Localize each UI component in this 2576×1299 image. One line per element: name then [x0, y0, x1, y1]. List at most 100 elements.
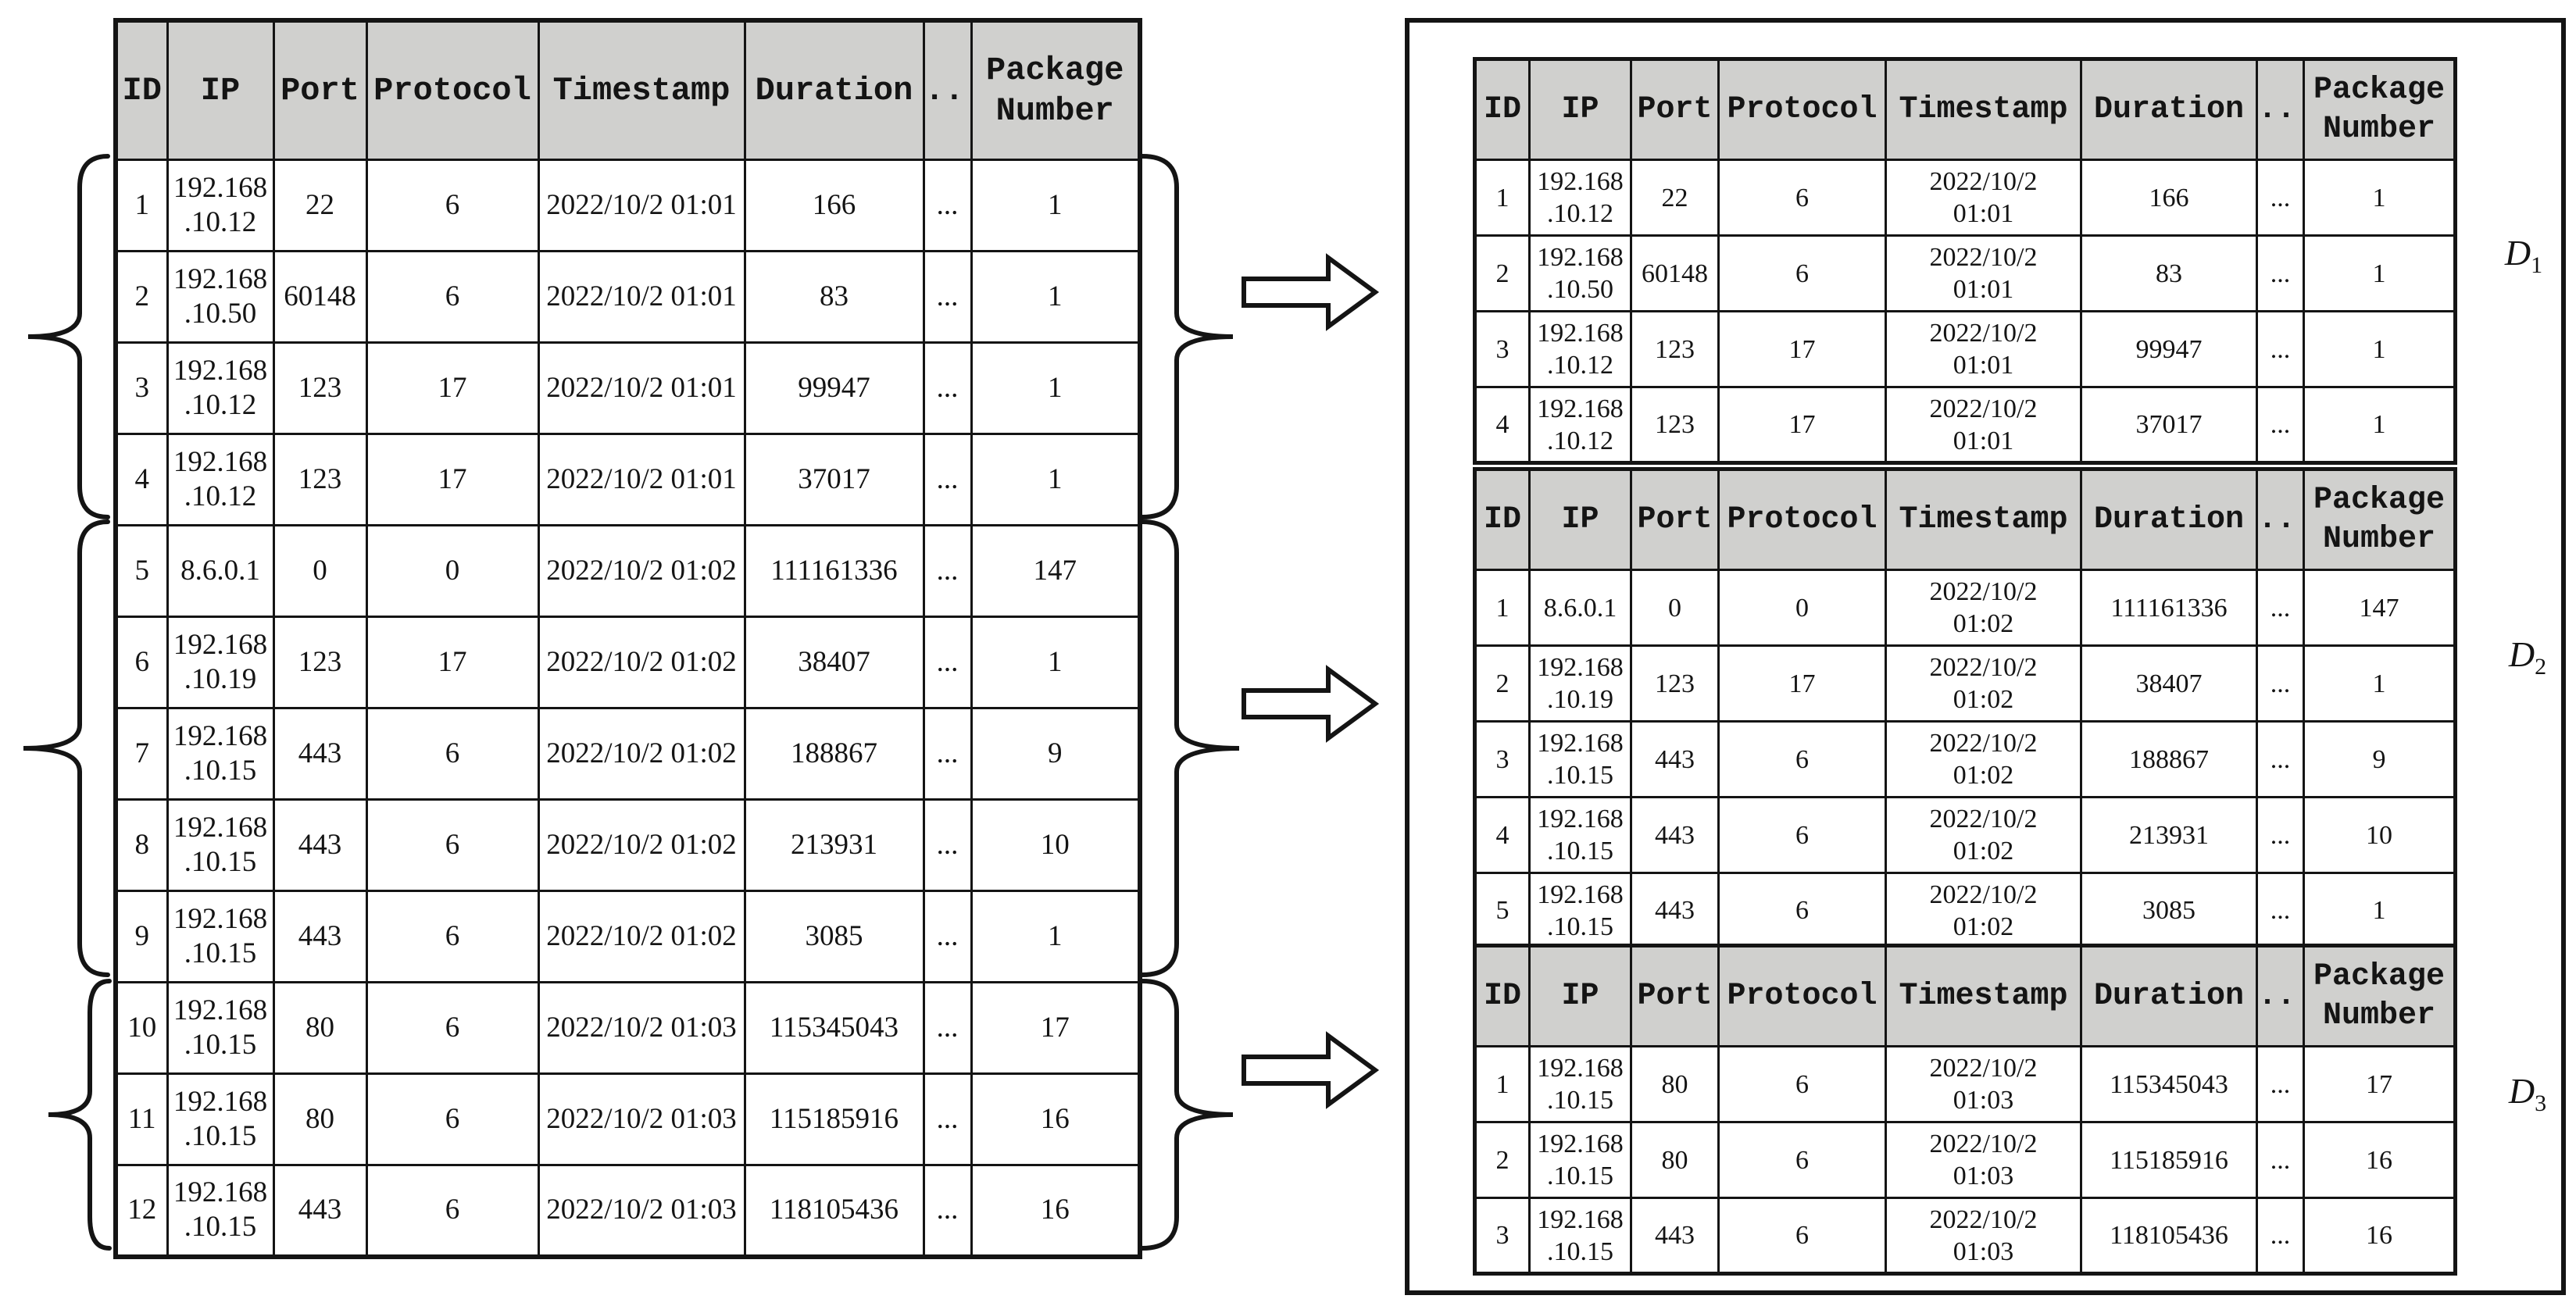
table-cell: 16: [2303, 1197, 2456, 1275]
table-cell: 2022/10/2 01:02: [537, 707, 746, 801]
table-cell: 2022/10/2 01:01: [1885, 159, 2082, 237]
table-cell: 1: [970, 890, 1142, 983]
table-cell: ...: [2256, 159, 2305, 237]
table-cell: 123: [1630, 386, 1720, 464]
table-cell: 443: [1630, 796, 1720, 874]
dataset-label-d3: D3: [2477, 1070, 2576, 1117]
header-cell: Port: [1630, 58, 1720, 161]
table-cell: 17: [1717, 386, 1887, 464]
header-cell: Port: [1630, 944, 1720, 1047]
table-cell: 2: [1474, 1121, 1531, 1199]
table-cell: 0: [1717, 569, 1887, 647]
table-cell: 2022/10/2 01:03: [1885, 1121, 2082, 1199]
table-cell: 9: [970, 707, 1142, 801]
table-cell: 1: [970, 433, 1142, 526]
table-cell: 118105436: [2080, 1197, 2258, 1275]
table-cell: 192.168 .10.15: [1528, 720, 1632, 798]
header-cell: ID: [1474, 58, 1531, 161]
curly-brace-left-group1: [27, 154, 110, 519]
table-cell: 1: [2303, 159, 2456, 237]
dataset-label-d2: D2: [2477, 633, 2576, 680]
table-cell: 213931: [743, 798, 925, 892]
table-cell: 10: [114, 981, 169, 1075]
table-cell: 17: [365, 616, 540, 709]
table-cell: 83: [743, 250, 925, 344]
table-cell: 115345043: [2080, 1045, 2258, 1123]
table-cell: 6: [1717, 1045, 1887, 1123]
table-cell: 1: [970, 159, 1142, 252]
table-cell: 60148: [272, 250, 368, 344]
header-cell: Protocol: [1717, 944, 1887, 1047]
table-cell: 192.168 .10.50: [1528, 234, 1632, 312]
table-cell: 2022/10/2 01:02: [537, 890, 746, 983]
table-cell: 3085: [743, 890, 925, 983]
table-cell: 1: [2303, 644, 2456, 723]
table-cell: 22: [272, 159, 368, 252]
table-cell: 192.168 .10.12: [1528, 159, 1632, 237]
table-cell: ...: [2256, 310, 2305, 388]
table-cell: 6: [114, 616, 169, 709]
result-table-d3-header: IDIPPortProtocolTimestampDuration...Pack…: [1474, 944, 2456, 1047]
table-cell: ...: [2256, 644, 2305, 723]
header-cell: ...: [2256, 468, 2305, 571]
table-cell: 37017: [2080, 386, 2258, 464]
header-cell: IP: [166, 19, 275, 161]
table-cell: ...: [922, 433, 973, 526]
table-cell: 192.168 .10.15: [166, 1072, 275, 1166]
table-cell: 443: [272, 1164, 368, 1258]
table-cell: 2: [1474, 234, 1531, 312]
dataset-label-letter: D: [2508, 634, 2535, 674]
table-cell: 5: [1474, 872, 1531, 950]
table-cell: 2022/10/2 01:01: [1885, 310, 2082, 388]
table-cell: 213931: [2080, 796, 2258, 874]
table-cell: 6: [1717, 1197, 1887, 1275]
table-cell: 188867: [743, 707, 925, 801]
table-cell: 2022/10/2 01:02: [537, 798, 746, 892]
header-cell: ...: [2256, 944, 2305, 1047]
table-cell: 3085: [2080, 872, 2258, 950]
table-cell: 6: [1717, 234, 1887, 312]
table-cell: 123: [1630, 644, 1720, 723]
table-cell: 192.168 .10.50: [166, 250, 275, 344]
header-cell: Duration: [2080, 468, 2258, 571]
header-cell: Package Number: [2303, 944, 2456, 1047]
table-cell: ...: [922, 798, 973, 892]
header-cell: Package Number: [2303, 468, 2456, 571]
table-cell: ...: [2256, 1197, 2305, 1275]
table-cell: 192.168 .10.15: [1528, 1197, 1632, 1275]
table-cell: 17: [365, 433, 540, 526]
table-cell: ...: [922, 890, 973, 983]
dataset-label-d1: D1: [2473, 232, 2574, 279]
table-cell: ...: [922, 1072, 973, 1166]
table-cell: 2022/10/2 01:03: [1885, 1197, 2082, 1275]
table-cell: 123: [272, 341, 368, 435]
table-cell: 123: [272, 616, 368, 709]
header-cell: Duration: [2080, 58, 2258, 161]
header-cell: Timestamp: [1885, 58, 2082, 161]
dataset-label-subscript: 3: [2535, 1090, 2547, 1117]
table-cell: 443: [272, 890, 368, 983]
table-cell: ...: [922, 616, 973, 709]
table-cell: 2022/10/2 01:01: [537, 341, 746, 435]
table-cell: 3: [114, 341, 169, 435]
table-cell: 123: [272, 433, 368, 526]
table-cell: 99947: [743, 341, 925, 435]
table-cell: 3: [1474, 310, 1531, 388]
table-cell: 2022/10/2 01:02: [1885, 796, 2082, 874]
table-cell: 60148: [1630, 234, 1720, 312]
table-cell: 147: [970, 524, 1142, 618]
table-cell: 1: [970, 250, 1142, 344]
source-table-header: IDIPPortProtocolTimestampDuration...Pack…: [114, 19, 1142, 161]
curly-brace-right-group1: [1140, 154, 1234, 519]
table-cell: 2022/10/2 01:03: [537, 981, 746, 1075]
table-cell: 6: [365, 981, 540, 1075]
